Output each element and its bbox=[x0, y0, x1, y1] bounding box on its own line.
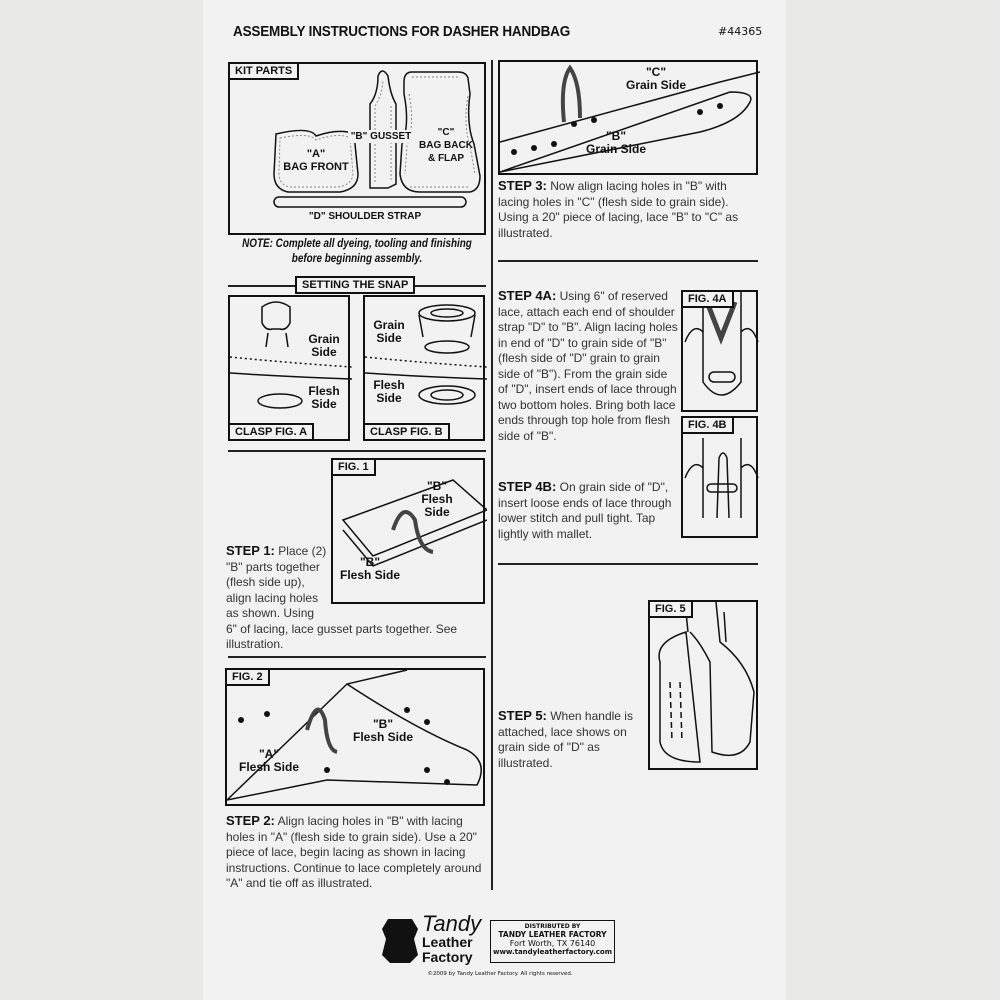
step-3-text: STEP 3: Now align lacing holes in "B" wi… bbox=[498, 178, 739, 240]
divider bbox=[228, 656, 486, 658]
grain-side-label: Grain Side bbox=[308, 332, 340, 359]
distributor-box: DISTRIBUTED BY TANDY LEATHER FACTORY For… bbox=[490, 920, 615, 963]
part-b-label: "B" GUSSET bbox=[348, 130, 414, 143]
fig-5-illustration bbox=[658, 602, 755, 763]
leather-hide-icon bbox=[382, 919, 418, 963]
step-2-text: STEP 2: Align lacing holes in "B" with l… bbox=[226, 813, 482, 890]
website-link[interactable]: www.tandyleatherfactory.com bbox=[493, 948, 612, 956]
clasp-b-illustration bbox=[365, 304, 487, 405]
kit-parts-box: KIT PARTS "A"BAG FRONT "B" GUSSET "C"BAG… bbox=[228, 62, 486, 235]
fig-1-illustration bbox=[341, 479, 487, 567]
fig-3-c-label: "C"Grain Side bbox=[625, 65, 687, 92]
step-4a-text: STEP 4A: Using 6" of reserved lace, atta… bbox=[498, 288, 678, 443]
kit-parts-illustration bbox=[273, 70, 481, 208]
page-title: ASSEMBLY INSTRUCTIONS FOR DASHER HANDBAG bbox=[233, 23, 571, 40]
fig-5-label: FIG. 5 bbox=[648, 600, 693, 618]
fig-4b: FIG. 4B bbox=[681, 416, 759, 538]
column-divider bbox=[491, 60, 493, 890]
fig-2: FIG. 2 "B"Flesh Side "A"Flesh Side bbox=[225, 668, 485, 806]
fig-3-b-label: "B"Grain Side bbox=[585, 129, 647, 156]
fig-4b-illustration bbox=[684, 438, 759, 519]
setting-snap-heading: SETTING THE SNAP bbox=[295, 276, 416, 294]
flesh-side-label: Flesh Side bbox=[308, 384, 340, 411]
fig-4a: FIG. 4A bbox=[681, 290, 759, 412]
assembly-note: NOTE: Complete all dyeing, tooling and f… bbox=[242, 238, 472, 265]
fig-5: FIG. 5 bbox=[648, 600, 758, 770]
fig-2-label: FIG. 2 bbox=[225, 668, 270, 686]
item-number: #44365 bbox=[718, 25, 763, 38]
step-1-text: STEP 1: Place (2) "B" parts together (fl… bbox=[226, 543, 458, 651]
kit-parts-label: KIT PARTS bbox=[228, 62, 300, 80]
fig-4a-label: FIG. 4A bbox=[681, 290, 734, 308]
part-a-label: "A"BAG FRONT bbox=[283, 148, 349, 173]
part-d-label: "D" SHOULDER STRAP bbox=[308, 211, 422, 222]
grain-side-label: Grain Side bbox=[373, 318, 405, 345]
fig-1-top-label: "B"Flesh Side bbox=[421, 479, 453, 519]
divider bbox=[498, 260, 758, 262]
step-4b-text: STEP 4B: On grain side of "D", insert lo… bbox=[498, 479, 672, 541]
step-5-text: STEP 5: When handle is attached, lace sh… bbox=[498, 708, 633, 770]
copyright: ©2009 by Tandy Leather Factory. All righ… bbox=[427, 971, 573, 977]
flesh-side-label: Flesh Side bbox=[373, 378, 405, 405]
clasp-fig-a: Grain Side Flesh Side CLASP FIG. A bbox=[228, 295, 352, 441]
fig-3: "C"Grain Side "B"Grain Side bbox=[498, 60, 760, 175]
fig-2-b-label: "B"Flesh Side bbox=[352, 717, 414, 744]
fig-4a-illustration bbox=[684, 292, 759, 396]
fig-4b-label: FIG. 4B bbox=[681, 416, 734, 434]
divider bbox=[498, 563, 758, 565]
part-c-label: "C"BAG BACK & FLAP bbox=[419, 127, 473, 164]
fig-2-a-label: "A"Flesh Side bbox=[238, 747, 300, 774]
clasp-fig-b: Grain Side Flesh Side CLASP FIG. B bbox=[363, 295, 487, 441]
fig-1-bottom-label: "B"Flesh Side bbox=[339, 555, 401, 582]
clasp-fig-b-label: CLASP FIG. B bbox=[363, 423, 450, 441]
fig-3-illustration bbox=[500, 64, 760, 173]
clasp-a-illustration bbox=[230, 301, 352, 409]
clasp-fig-a-label: CLASP FIG. A bbox=[228, 423, 315, 441]
fig-1: FIG. 1 "B"Flesh Side "B"Flesh Side bbox=[331, 458, 487, 604]
fig-1-label: FIG. 1 bbox=[331, 458, 376, 476]
divider bbox=[228, 450, 486, 452]
instruction-sheet bbox=[203, 0, 786, 1000]
fig-2-illustration bbox=[227, 670, 482, 801]
